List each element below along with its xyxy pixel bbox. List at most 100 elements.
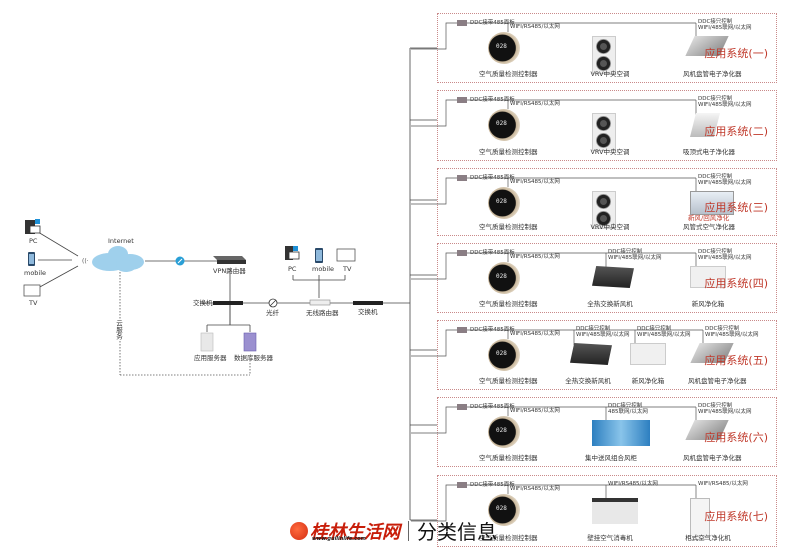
system-links	[411, 406, 697, 434]
internet-cloud-icon	[92, 246, 144, 272]
vrv-device-icon	[592, 191, 616, 229]
device-label: 吸顶式电子净化器	[683, 148, 735, 156]
lan-mobile-icon	[315, 248, 323, 263]
switch-left-icon	[213, 301, 243, 305]
category-label: 分类信息	[417, 520, 497, 544]
ddc-panel-icon	[457, 327, 467, 333]
link-label: WIFI/RS485/以太网	[510, 331, 560, 337]
client-mobile-icon	[28, 252, 35, 266]
device-label: 全热交换新风机	[587, 300, 633, 308]
system-title: 应用系统(一)	[704, 47, 768, 60]
device-label: 空气质量检测控制器	[479, 377, 538, 385]
watermark: 桂林生活网 www.guilinlife.com 分类信息	[290, 516, 497, 545]
link-label: WIFI/RS485/以太网	[510, 486, 560, 492]
link-label: DDC接只控制 WIFI/485联网/以太网	[698, 249, 752, 261]
freshbox-device-icon	[630, 343, 666, 365]
link-tv-wifi	[37, 265, 79, 289]
brand-name: 桂林生活网	[310, 521, 400, 543]
device-label: 风管式空气净化器	[683, 223, 735, 231]
system-title: 应用系统(五)	[704, 354, 768, 367]
wifi-signal-icon: ((·	[82, 258, 89, 265]
system-title: 应用系统(四)	[704, 277, 768, 290]
internet-label: Internet	[108, 237, 134, 245]
link-label: WIFI/RS485/以太网	[510, 254, 560, 260]
device-label: 集中送风组合风柜	[585, 454, 637, 462]
system-title: 应用系统(二)	[704, 124, 768, 138]
device-label: 风机盘管电子净化器	[683, 454, 742, 462]
wifi-router-icon	[309, 299, 331, 306]
ddc-panel-icon	[457, 250, 467, 256]
device-label: 空气质量检测控制器	[479, 534, 538, 542]
lan-pc-icon	[285, 246, 300, 260]
link-label: WIFI/RS485/以太网	[510, 24, 560, 30]
air-quality-controller-icon: 028	[488, 339, 520, 371]
lan-tv-label: TV	[343, 265, 352, 273]
vrv-device-icon	[592, 113, 616, 151]
standunit-device-icon	[690, 498, 710, 540]
switch-left-label: 交换机	[193, 299, 213, 307]
vpn-label: VPN路由器	[213, 267, 246, 275]
lan-pc-label: PC	[288, 265, 297, 273]
ductbox-device-icon	[690, 191, 734, 215]
device-label: 风机盘管电子净化器	[683, 70, 742, 78]
ddc-panel-icon	[457, 482, 467, 488]
link-label: WIFI/RS485/以太网	[698, 481, 748, 487]
air-quality-controller-icon: 028	[488, 262, 520, 294]
link-label: DDC接只控制 WIFI/485联网/以太网	[698, 96, 752, 108]
client-label-tv: TV	[29, 299, 38, 307]
air-quality-controller-icon: 028	[488, 187, 520, 219]
link-label: WIFI/RS485/以太网	[510, 179, 560, 185]
fiber-label: 光纤	[266, 309, 279, 317]
device-label: VRV中央空调	[590, 70, 630, 78]
client-pc-icon	[25, 219, 41, 234]
device-label: 空气质量检测控制器	[479, 454, 538, 462]
ddc-panel-icon	[457, 404, 467, 410]
device-label: 空气质量检测控制器	[479, 223, 538, 231]
hrv-device-icon	[570, 343, 612, 365]
device-label: 柜式空气净化机	[685, 534, 731, 542]
system-title: 应用系统(三)	[704, 201, 768, 214]
wallunit-device-icon	[592, 498, 638, 524]
air-quality-controller-icon: 028	[488, 416, 520, 448]
device-label: VRV中央空调	[590, 223, 630, 231]
system-links	[411, 484, 697, 522]
link-label: DDC接只控制 WIFI/485联网/以太网	[698, 403, 752, 415]
hrv-device-icon	[592, 266, 634, 288]
device-label: 风机盘管电子净化器	[688, 377, 747, 385]
client-tv-icon	[23, 284, 41, 297]
ddc-panel-icon	[457, 97, 467, 103]
system-links	[411, 177, 697, 205]
device-label: 空气质量检测控制器	[479, 148, 538, 156]
vrv-device-icon	[592, 36, 616, 74]
link-pc-wifi	[37, 231, 79, 257]
link-label: WIFI/RS485/以太网	[608, 481, 658, 487]
link-label: WIFI/RS485/以太网	[510, 408, 560, 414]
brand-logo-icon	[290, 521, 308, 540]
db-server-label: 数据库服务器	[234, 354, 273, 362]
device-sublabel: 新风/回风净化	[688, 214, 730, 222]
system-title: 应用系统(七)	[704, 510, 768, 523]
lan-mobile-label: mobile	[312, 265, 335, 273]
device-label: 壁挂空气消毒机	[587, 534, 633, 542]
device-label: 新风净化箱	[691, 300, 725, 308]
app-server-icon	[200, 332, 214, 352]
system-title: 应用系统(六)	[704, 431, 768, 444]
wifi-router-label: 无线路由器	[306, 309, 339, 317]
db-server-icon	[243, 332, 257, 352]
link-label: DDC接只控制 WIFI/485联网/以太网	[608, 249, 662, 261]
client-label-mobile: mobile	[24, 269, 47, 277]
system-links	[411, 99, 697, 127]
link-label: DDC接只控制 WIFI/485联网/以太网	[637, 326, 691, 338]
switch-right-icon	[353, 301, 383, 305]
device-label: 新风净化箱	[631, 377, 665, 385]
ahu-device-icon	[592, 420, 650, 446]
lan-tv-icon	[336, 248, 356, 262]
